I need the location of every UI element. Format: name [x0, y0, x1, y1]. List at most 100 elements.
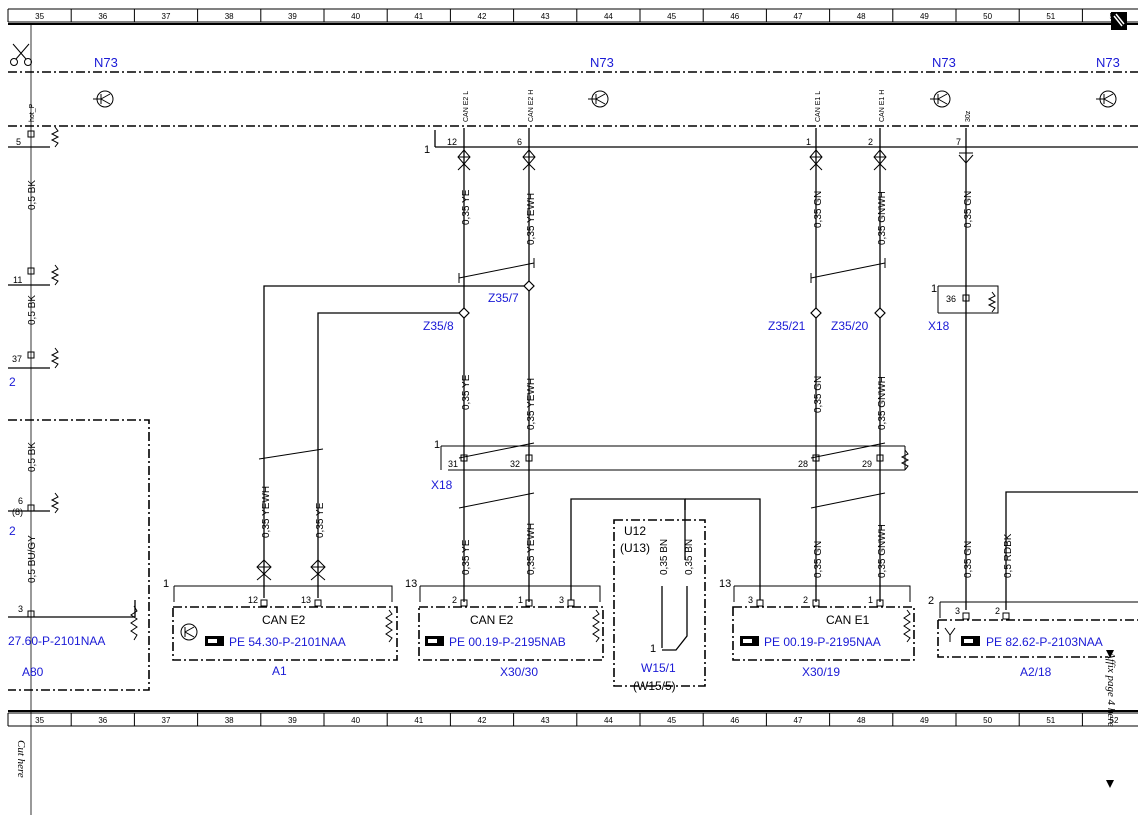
pin-number: 12 [447, 137, 457, 147]
ruler-cell-label: 51 [1046, 716, 1055, 725]
connector-number: 2 [928, 595, 934, 607]
pin-number: (8) [12, 507, 23, 517]
connector-number: 13 [405, 578, 417, 590]
a2-18-reference[interactable]: PE 82.62-P-2103NAA [986, 635, 1103, 649]
pin-number: 32 [510, 459, 520, 469]
ruler-cell-label: 51 [1046, 12, 1055, 21]
ruler-cell-label: 48 [857, 716, 866, 725]
wire-label: 0,35 GN [963, 191, 974, 228]
ruler-cell-label: 37 [162, 12, 171, 21]
ruler-cell-label: 46 [730, 716, 739, 725]
wire-label: 0,5 BK [27, 180, 38, 210]
pin-number: 11 [13, 275, 22, 285]
reference-hand-icon [205, 636, 224, 646]
w15-1-label: W15/1 [641, 661, 676, 675]
ruler-cell-label: 38 [225, 716, 234, 725]
wire-label: 0,35 GN [963, 541, 974, 578]
ruler-cell-label: 36 [98, 12, 107, 21]
wire-label: 0,35 BN [659, 539, 670, 575]
ruler-cell-label: 37 [162, 716, 171, 725]
wire-label: 0,35 YE [461, 189, 472, 225]
ruler-cell-label: 47 [794, 12, 803, 21]
pin-number: 3 [955, 606, 960, 616]
page-reference[interactable]: 2 [9, 524, 16, 538]
left-column-wiring [8, 126, 136, 618]
x18-mid-connector [440, 445, 910, 471]
ruler-cell-label: 50 [983, 12, 992, 21]
pin-number: 5 [16, 137, 21, 147]
control-unit-icon [588, 90, 609, 108]
scissors-icon [10, 43, 32, 66]
connector-number: 13 [719, 578, 731, 590]
x18-label: X18 [928, 319, 950, 333]
x30-30-label: X30/30 [500, 665, 538, 679]
pin-number: 36 [946, 294, 956, 304]
ruler-cell-label: 39 [288, 12, 297, 21]
wire-label: 0,5 RDBK [1003, 533, 1014, 578]
ruler-cell-label: 45 [667, 12, 676, 21]
connector-number: 1 [434, 439, 440, 451]
pin-label-can-e2-l: CAN E2 L [463, 91, 470, 122]
x30-19-component [732, 585, 915, 661]
ruler-cell-label: 50 [983, 716, 992, 725]
x30-19-label: X30/19 [802, 665, 840, 679]
a2-18-label: A2/18 [1020, 665, 1052, 679]
wire-label: 0,35 YEWH [526, 523, 537, 575]
pin-label-can-e1-h: CAN E1 H [879, 90, 886, 122]
pin-number: 1 [650, 643, 656, 655]
can-e1-wires [809, 128, 1138, 610]
a80-boundary [8, 419, 150, 691]
control-unit-icon [180, 623, 198, 641]
x30-19-title: CAN E1 [826, 613, 870, 627]
ruler-cell-label: 52 [1110, 716, 1119, 725]
pin-number: 6 [18, 496, 23, 506]
connector-number: 1 [163, 578, 169, 590]
a80-reference[interactable]: 27.60-P-2101NAA [8, 634, 105, 648]
wire-label: 0,35 GNWH [877, 376, 888, 430]
module-label-n73: N73 [94, 55, 118, 70]
ruler-cell-label: 49 [920, 12, 929, 21]
pin-number: 2 [803, 595, 808, 605]
x30-30-reference[interactable]: PE 00.19-P-2195NAB [449, 635, 566, 649]
pin-number: 2 [452, 595, 457, 605]
wire-label: 0,35 YEWH [261, 486, 272, 538]
wire-label: 0,35 GN [813, 376, 824, 413]
pin-number: 2 [995, 606, 1000, 616]
wire-label: 0,35 YE [461, 374, 472, 410]
pin-number: 3 [559, 595, 564, 605]
ruler-cell-label: 35 [35, 716, 44, 725]
splice-label: Z35/7 [488, 291, 519, 305]
x30-30-title: CAN E2 [470, 613, 514, 627]
pin-number: 28 [798, 459, 808, 469]
control-unit-icon [930, 90, 951, 108]
reference-hand-icon [425, 636, 444, 646]
arrow-down-icon [1106, 780, 1114, 788]
ruler-cell-label: 41 [414, 12, 423, 21]
wire-label: 0,35 YEWH [526, 193, 537, 245]
page-reference[interactable]: 2 [9, 375, 16, 389]
a80-label: A80 [22, 665, 44, 679]
pin-number: 29 [862, 459, 872, 469]
a1-reference[interactable]: PE 54.30-P-2101NAA [229, 635, 346, 649]
ruler-cell-label: 49 [920, 716, 929, 725]
pin-number: 31 [448, 459, 458, 469]
a2-18-component [937, 601, 1138, 658]
wire-label: 0,5 BU/GY [27, 535, 38, 583]
ruler-cell-label: 38 [225, 12, 234, 21]
reference-hand-icon [740, 636, 759, 646]
ruler-cell-label: 43 [541, 716, 550, 725]
u12-alt-label: (U13) [620, 541, 650, 555]
a1-component [172, 585, 398, 661]
pin-number: 6 [517, 137, 522, 147]
ruler-cell-label: 42 [478, 12, 487, 21]
pin-number: 13 [301, 595, 311, 605]
pin-label-can-e1-l: CAN E1 L [815, 91, 822, 122]
ruler-cell-label: 48 [857, 12, 866, 21]
wire-label: 0,35 BN [684, 539, 695, 575]
pin-number: 7 [956, 137, 961, 147]
ruler-cell-label: 39 [288, 716, 297, 725]
x30-19-reference[interactable]: PE 00.19-P-2195NAA [764, 635, 881, 649]
splice-label: Z35/21 [768, 319, 806, 333]
pin-label-30z: 30z [965, 110, 972, 122]
